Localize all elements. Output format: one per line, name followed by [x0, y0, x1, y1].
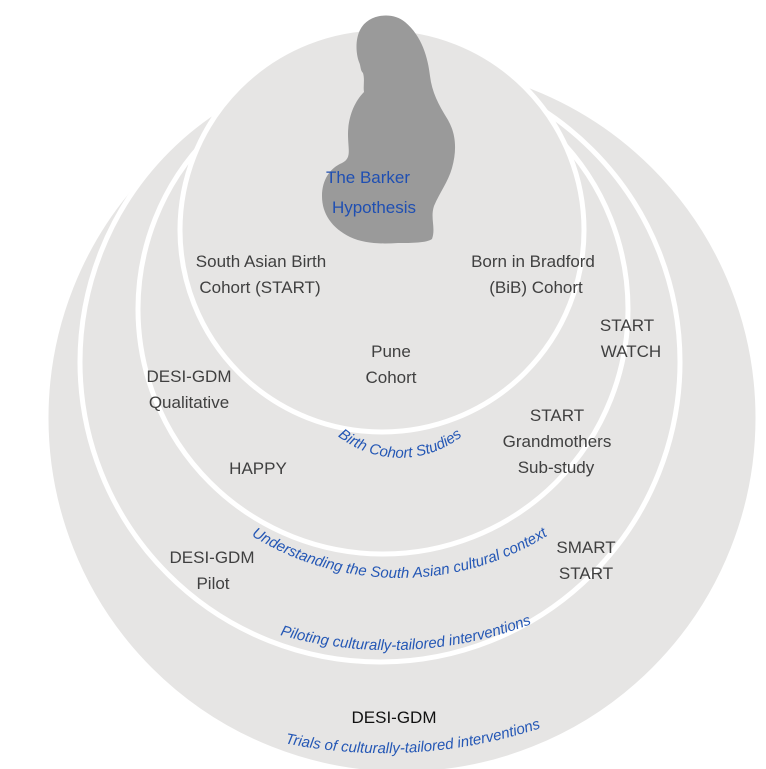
start-grandmothers-label-line2: Grandmothers: [503, 432, 612, 451]
start-grandmothers-label-line3: Sub-study: [518, 458, 595, 477]
start-cohort-label-line2: Cohort (START): [199, 278, 320, 297]
smart-start-label-line2: START: [559, 564, 613, 583]
desi-gdm-trial-label: DESI-GDM: [352, 708, 437, 727]
center-title-line2: Hypothesis: [332, 198, 416, 217]
desi-gdm-qualitative-label-line2: Qualitative: [149, 393, 229, 412]
bib-cohort-label-line2: (BiB) Cohort: [489, 278, 583, 297]
desi-gdm-pilot-label-line1: DESI-GDM: [170, 548, 255, 567]
pregnant-woman-silhouette-icon: [322, 15, 456, 244]
start-watch-label-line2: WATCH: [601, 342, 661, 361]
pune-cohort-label-line2: Cohort: [365, 368, 416, 387]
desi-gdm-pilot-label-line2: Pilot: [196, 574, 229, 593]
start-grandmothers-label-line1: START: [530, 406, 584, 425]
start-cohort-label-line1: South Asian Birth: [196, 252, 326, 271]
center-title-line1: The Barker: [326, 168, 410, 187]
desi-gdm-qualitative-label-line1: DESI-GDM: [147, 367, 232, 386]
start-watch-label-line1: START: [600, 316, 654, 335]
happy-label: HAPPY: [229, 459, 287, 478]
bib-cohort-label-line1: Born in Bradford: [471, 252, 595, 271]
pune-cohort-label-line1: Pune: [371, 342, 411, 361]
smart-start-label-line1: SMART: [556, 538, 615, 557]
